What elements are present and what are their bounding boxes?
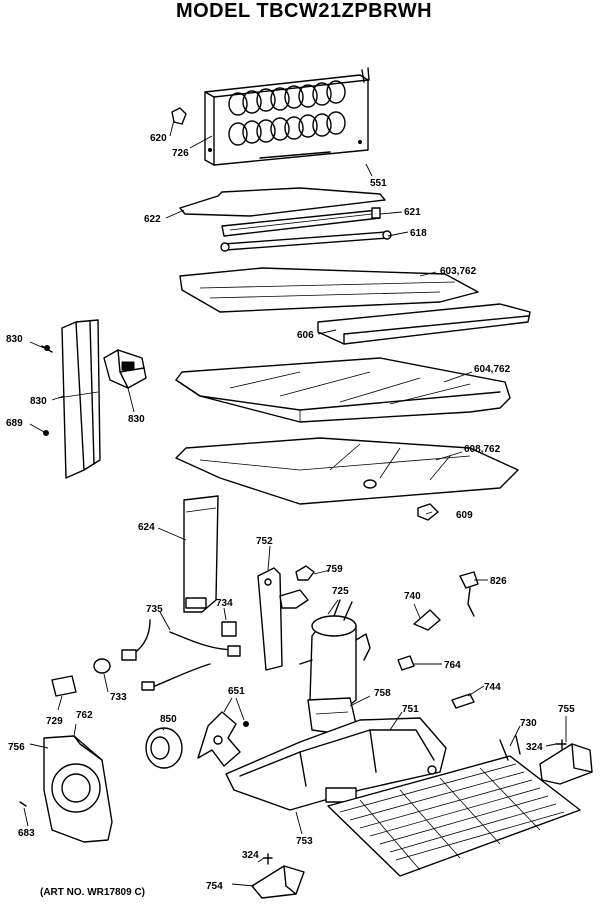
label-726: 726 — [172, 148, 189, 159]
bracket-755 — [539, 743, 593, 785]
part-729 — [51, 675, 77, 697]
part-734 — [221, 621, 237, 637]
base-751 — [225, 717, 447, 811]
condenser-730 — [327, 735, 581, 877]
label-753: 753 — [296, 836, 313, 847]
label-551: 551 — [370, 178, 387, 189]
label-740: 740 — [404, 591, 421, 602]
label-830b: 830 — [30, 396, 47, 407]
fan-651 — [197, 711, 249, 767]
label-754: 754 — [206, 881, 223, 892]
label-620: 620 — [150, 133, 167, 144]
label-624: 624 — [138, 522, 155, 533]
label-606: 606 — [297, 330, 314, 341]
label-764: 764 — [444, 660, 461, 671]
part-733 — [93, 658, 111, 674]
motor-850 — [145, 727, 183, 769]
shroud-756 — [43, 735, 113, 843]
label-730: 730 — [520, 718, 537, 729]
label-734: 734 — [216, 598, 233, 609]
model-title: MODEL TBCW21ZPBRWH — [175, 0, 433, 22]
label-755: 755 — [558, 704, 575, 715]
label-762: 762 — [76, 710, 93, 721]
label-756: 756 — [8, 742, 25, 753]
heater-618 — [220, 230, 392, 252]
callouts: 620 726 551 622 621 618 603,762 606 604,… — [6, 133, 575, 892]
label-621: 621 — [404, 207, 421, 218]
screw-324b — [263, 853, 273, 865]
label-689: 689 — [6, 418, 23, 429]
label-603: 603,762 — [440, 266, 477, 277]
label-608: 608,762 — [464, 444, 501, 455]
label-622: 622 — [144, 214, 161, 225]
bracket-620 — [171, 107, 187, 125]
label-324b: 324 — [242, 850, 259, 861]
label-609: 609 — [456, 510, 473, 521]
evaporator-coil-726 — [204, 67, 370, 166]
part-764 — [397, 655, 415, 671]
cover-624 — [183, 495, 219, 613]
label-751: 751 — [402, 704, 419, 715]
label-733: 733 — [110, 692, 127, 703]
label-618: 618 — [410, 228, 427, 239]
label-850: 850 — [160, 714, 177, 725]
label-826: 826 — [490, 576, 507, 587]
clamp-830 — [103, 349, 147, 389]
screw-683 — [19, 801, 27, 807]
screw-324a — [555, 739, 567, 751]
label-324a: 324 — [526, 742, 543, 753]
label-729: 729 — [46, 716, 63, 727]
art-number: (ART NO. WR17809 C) — [40, 887, 146, 898]
label-758: 758 — [374, 688, 391, 699]
grommet-759 — [295, 565, 315, 581]
label-744: 744 — [484, 682, 501, 693]
clip-740 — [413, 609, 441, 631]
label-830a: 830 — [6, 334, 23, 345]
part-826 — [459, 571, 479, 617]
cover-604 — [175, 357, 511, 423]
label-735: 735 — [146, 604, 163, 615]
heater-621 — [221, 207, 381, 237]
compressor-725 — [299, 599, 371, 709]
foot-754 — [251, 865, 305, 899]
bracket-752 — [257, 567, 309, 671]
label-752: 752 — [256, 536, 273, 547]
part-744 — [451, 693, 475, 709]
label-604: 604,762 — [474, 364, 511, 375]
label-725: 725 — [332, 586, 349, 597]
pad-603 — [179, 267, 479, 313]
rail-830 — [41, 319, 101, 479]
label-830c: 830 — [128, 414, 145, 425]
harness-735 — [121, 619, 241, 691]
pan-608 — [175, 437, 519, 505]
cover-622 — [179, 187, 386, 217]
grommet-609 — [417, 503, 439, 521]
label-759: 759 — [326, 564, 343, 575]
duct-606 — [317, 303, 531, 345]
label-683: 683 — [18, 828, 35, 839]
label-651: 651 — [228, 686, 245, 697]
